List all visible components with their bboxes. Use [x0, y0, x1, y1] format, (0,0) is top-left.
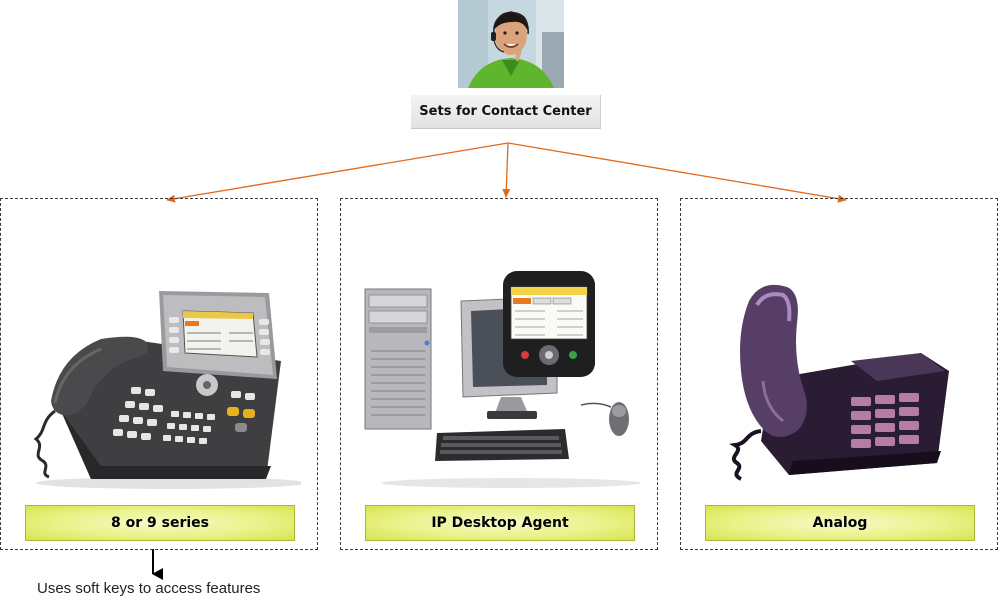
branch-label-ip-desktop-agent: IP Desktop Agent: [365, 505, 635, 541]
branch-panel-8-or-9-series: 8 or 9 series: [0, 198, 318, 550]
connector-to-8-or-9-series: [166, 142, 509, 203]
connector-to-ip-desktop-agent: [502, 142, 511, 198]
branch-label-analog: Analog: [705, 505, 975, 541]
desk-ip-phone-icon: [21, 261, 306, 491]
desktop-computer-with-softphone-icon: [361, 261, 641, 491]
branch-panel-ip-desktop-agent: IP Desktop Agent: [340, 198, 658, 550]
agent-with-headset-photo: [458, 0, 564, 88]
connector-to-analog: [507, 142, 847, 203]
analog-phone-icon: [701, 261, 981, 491]
branch-panel-analog: Analog: [680, 198, 998, 550]
root-label: Sets for Contact Center: [411, 95, 601, 129]
branch-label-8-or-9-series: 8 or 9 series: [25, 505, 295, 541]
note-text: Uses soft keys to access features: [37, 580, 261, 597]
